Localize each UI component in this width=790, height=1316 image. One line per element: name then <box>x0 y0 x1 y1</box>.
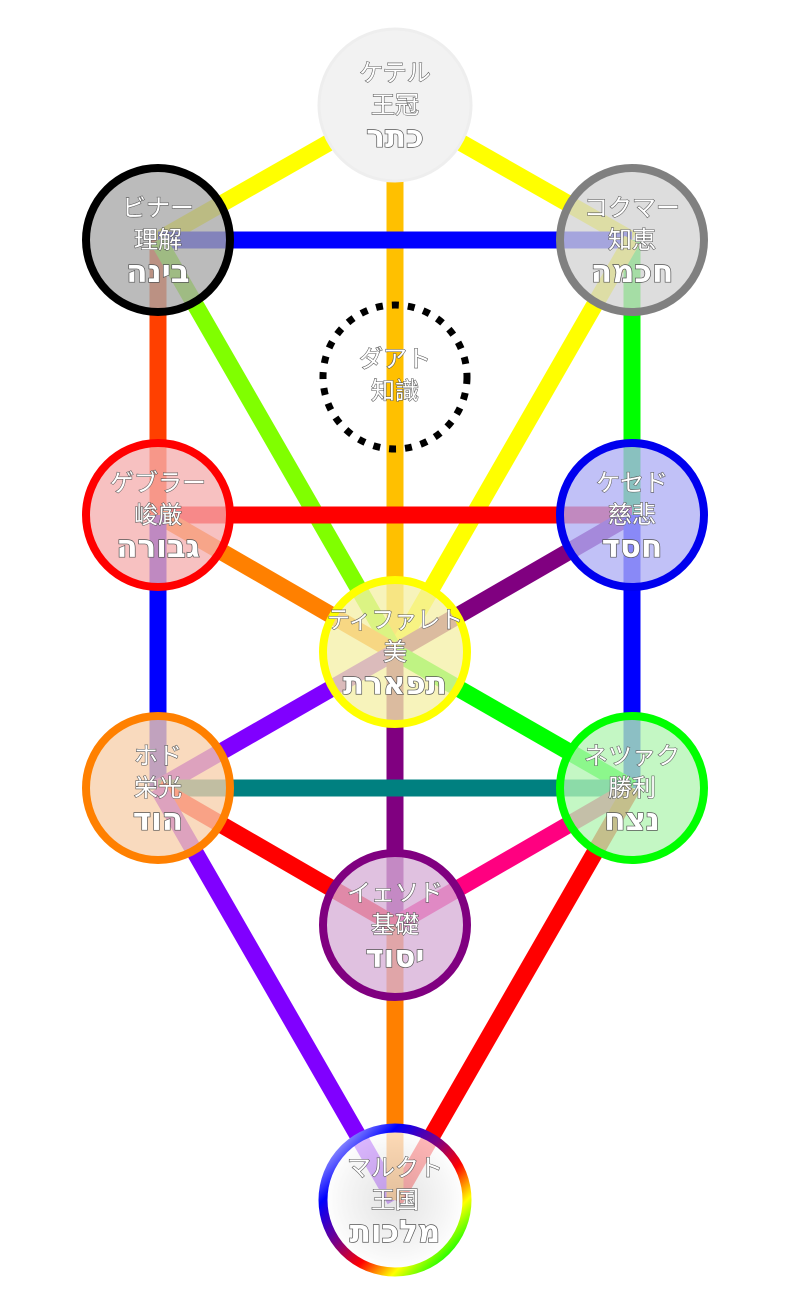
sephira-kana: イェソド <box>347 879 443 907</box>
sephira-kana: ケテル <box>359 59 431 87</box>
sephira-hebrew: מלכות <box>350 1214 441 1250</box>
sephira-kanji: 知識 <box>371 377 419 405</box>
sephira-kana: ティファレト <box>327 606 463 634</box>
sephira-hebrew: תפארת <box>343 666 447 702</box>
sephira-kanji: 理解 <box>134 226 182 254</box>
sephira-hebrew: גבורה <box>116 529 199 565</box>
sephira-kanji: 美 <box>383 638 407 666</box>
path-binah-tiphareth <box>150 235 403 657</box>
sephira-kanji: 基礎 <box>371 911 419 939</box>
sephira-hebrew: יסוד <box>365 939 424 975</box>
sephira-hebrew: הוד <box>133 802 183 838</box>
sephira-kana: ゲブラー <box>110 469 206 497</box>
sephira-circle <box>318 1123 472 1277</box>
sephira-kana: コクマー <box>584 194 680 222</box>
sephira-circle <box>556 164 708 316</box>
sephira-hebrew: חכמה <box>591 254 674 290</box>
sephira-circle <box>82 439 234 591</box>
sephira-kana: ネツァク <box>584 742 680 770</box>
sephira-kana: ビナー <box>122 194 194 222</box>
sephira-circle <box>319 849 471 1001</box>
sephira-circle <box>319 301 471 453</box>
sephira-hebrew: חסד <box>602 529 663 565</box>
sephira-kanji: 峻厳 <box>134 501 182 529</box>
sephira-kanji: 栄光 <box>134 774 182 802</box>
path-chokmah-tiphareth <box>387 235 640 657</box>
sephira-kana: マルクト <box>347 1154 443 1182</box>
sephira-circle <box>317 27 473 183</box>
sephira-circle <box>556 712 708 864</box>
sephira-kanji: 王冠 <box>371 91 419 119</box>
sephira-circle <box>82 164 234 316</box>
path-netzach-malkuth <box>387 783 640 1205</box>
sephira-kanji: 慈悲 <box>608 501 656 529</box>
sephira-hebrew: נצח <box>604 802 660 838</box>
sephira-hebrew: כתר <box>366 119 423 155</box>
sephira-circle <box>556 439 708 591</box>
sephira-kanji: 王国 <box>371 1186 419 1214</box>
sephira-kana: ダアト <box>359 345 431 373</box>
sephira-kana: ケセド <box>596 469 668 497</box>
sephira-circle <box>319 576 471 728</box>
sephira-kana: ホド <box>134 742 182 770</box>
sephira-circle <box>82 712 234 864</box>
sephira-kanji: 勝利 <box>608 774 656 802</box>
path-hod-malkuth <box>150 783 403 1205</box>
sephira-hebrew: בינה <box>126 254 189 290</box>
sephira-kanji: 知恵 <box>608 226 656 254</box>
